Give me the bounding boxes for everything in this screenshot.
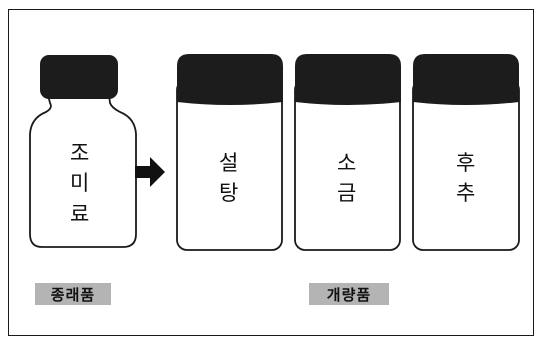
conventional-product-tag: 종래품 — [35, 283, 111, 305]
diagram-frame — [8, 9, 534, 336]
improved-bottle-salt — [294, 54, 401, 251]
pepper-char: 추 — [456, 181, 476, 206]
original-char: 미 — [70, 171, 90, 196]
original-bottle-label: 조 미 료 — [70, 138, 89, 229]
salt-char: 금 — [337, 181, 357, 206]
salt-char: 소 — [337, 151, 357, 175]
pepper-char: 후 — [456, 151, 476, 175]
improved-product-tag: 개량품 — [309, 283, 389, 305]
sugar-char: 설 — [219, 151, 239, 175]
original-bottle-cap — [40, 55, 118, 99]
original-char: 료 — [70, 201, 90, 226]
right-arrow-icon — [135, 157, 165, 187]
sugar-bottle-label: 설 탕 — [219, 148, 238, 209]
original-char: 조 — [70, 141, 90, 165]
original-bottle-body — [29, 94, 137, 248]
pepper-bottle-label: 후 추 — [456, 148, 475, 209]
improved-bottle-sugar — [176, 54, 283, 251]
salt-bottle-label: 소 금 — [337, 148, 356, 209]
sugar-char: 탕 — [219, 181, 239, 206]
original-bottle — [29, 55, 137, 248]
improved-bottle-pepper — [412, 54, 520, 251]
